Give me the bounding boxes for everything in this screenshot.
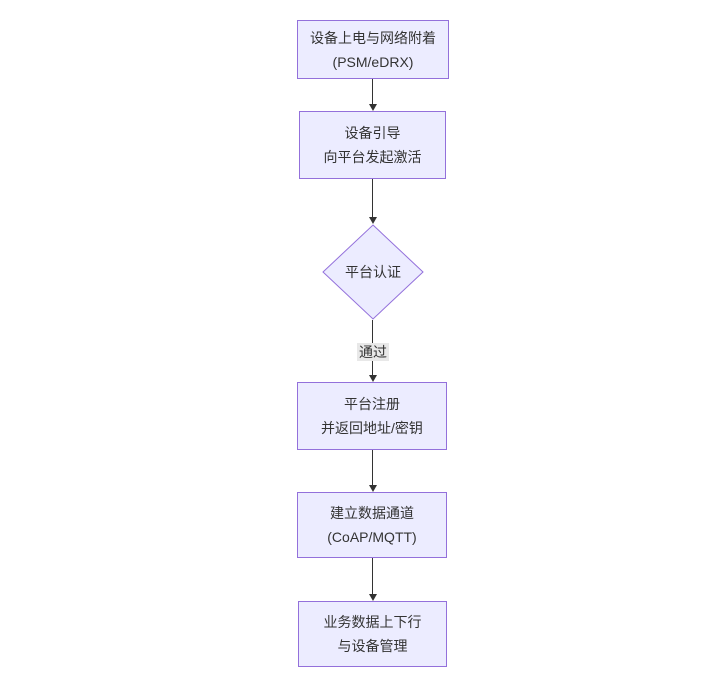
edge-label-pass: 通过 [357,343,389,361]
arrowhead-icon [369,375,377,382]
node-label-line: 建立数据通道 [330,505,414,521]
arrowhead-icon [369,217,377,224]
node-label-line: (CoAP/MQTT) [327,529,417,545]
arrow-down-5 [369,558,377,601]
arrowhead-icon [369,104,377,111]
arrow-down-4 [369,450,377,492]
node-label-line: 业务数据上下行 [323,614,422,630]
diamond-shape [322,224,424,320]
flow-node-platform-register: 平台注册 并返回地址/密钥 [297,382,447,450]
flow-node-bootstrap: 设备引导 向平台发起激活 [299,111,446,179]
arrowhead-icon [369,594,377,601]
node-label-line: (PSM/eDRX) [332,53,414,70]
node-label-line: 设备上电与网络附着 [310,29,436,46]
node-label-line: 并返回地址/密钥 [321,420,423,436]
node-label-line: 设备引导 [344,125,401,141]
flow-node-data-channel: 建立数据通道 (CoAP/MQTT) [297,492,447,558]
flow-node-power-attach: 设备上电与网络附着 (PSM/eDRX) [297,20,449,79]
arrow-down-1 [369,79,377,111]
flow-node-business-data: 业务数据上下行 与设备管理 [298,601,447,667]
node-label-line: 与设备管理 [337,638,408,654]
flow-node-platform-auth: 平台认证 [322,224,424,320]
node-label-line: 向平台发起激活 [323,149,422,165]
node-label-line: 平台注册 [344,396,400,412]
arrow-down-2 [369,179,377,224]
arrowhead-icon [369,485,377,492]
node-label-line: 平台认证 [345,264,401,280]
